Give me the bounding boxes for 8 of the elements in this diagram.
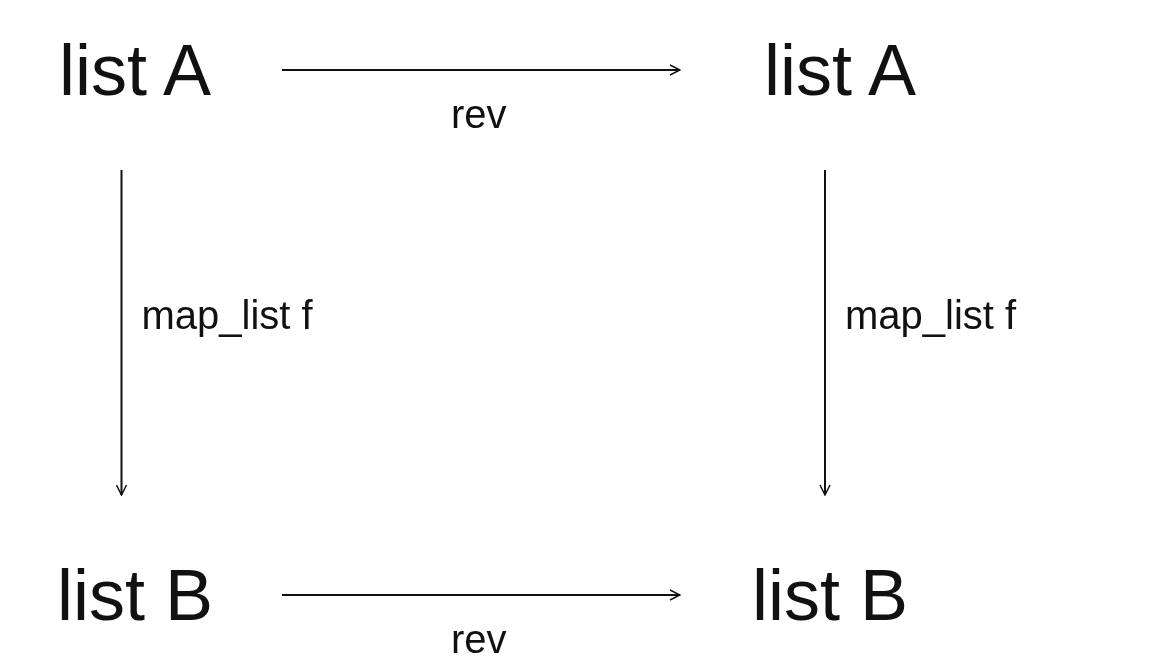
node-label: list B xyxy=(0,545,270,645)
node-label: list B xyxy=(690,545,970,645)
arrow xyxy=(819,169,831,496)
arrow xyxy=(281,64,681,76)
arrow xyxy=(115,169,128,496)
node-label: list A xyxy=(690,20,990,120)
arrow xyxy=(281,589,681,601)
node-label: list A xyxy=(0,20,270,120)
